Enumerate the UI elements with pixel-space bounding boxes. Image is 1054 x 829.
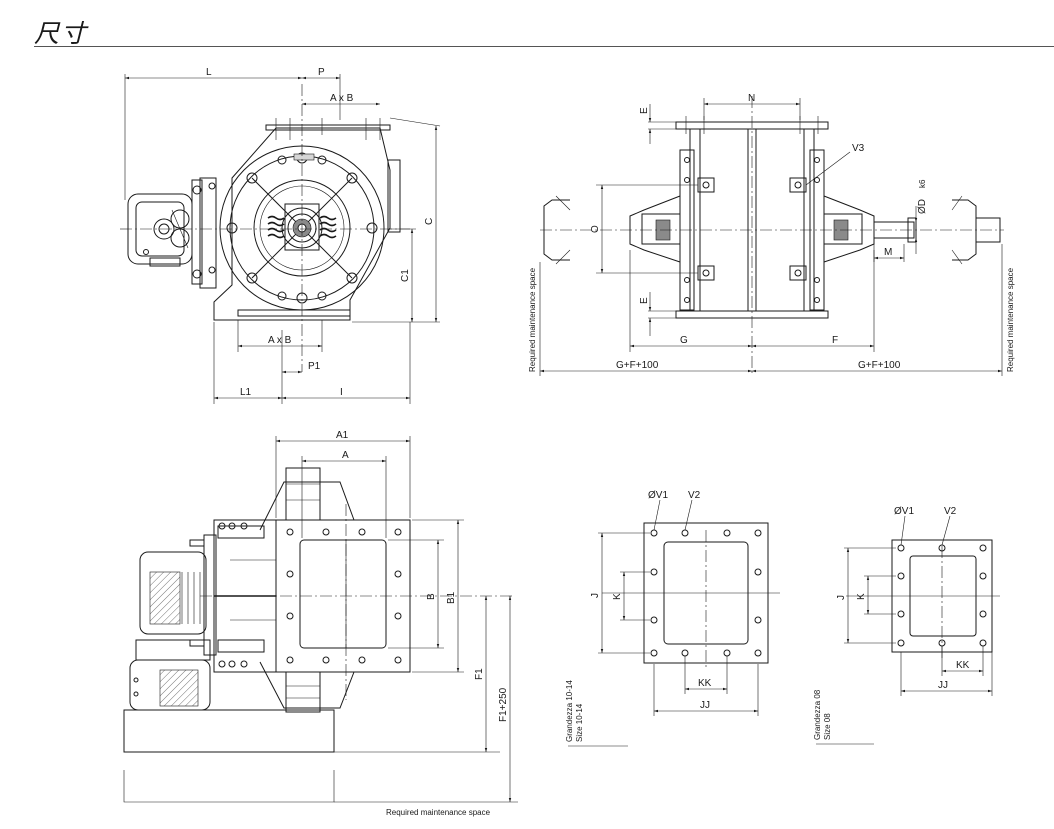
dim-label-C: C: [424, 218, 435, 225]
dim-label-F1-250: F1+250: [498, 687, 509, 722]
dim-label-GF-left: G+F+100: [616, 360, 659, 371]
dim-label-N: N: [748, 93, 755, 104]
dim-label-B1: B1: [446, 591, 457, 604]
dim-label-V2: V2: [944, 506, 957, 517]
dim-label-J: J: [836, 595, 847, 600]
dim-label-KK: KK: [956, 660, 970, 671]
dim-label-K: K: [856, 593, 867, 600]
dim-label-P: P: [318, 67, 325, 78]
dim-label-I: I: [340, 387, 343, 398]
size-label-en: Size 10-14: [575, 703, 584, 742]
dim-label-A: A: [342, 450, 349, 461]
dim-label-OD-tolerance: k6: [918, 179, 927, 188]
dim-label-AxB-top: A x B: [330, 93, 354, 104]
dim-label-KK: KK: [698, 678, 712, 689]
dim-label-J: J: [590, 593, 601, 598]
bottom-view: A1 A B B1 F1 F1+250 Required maintenance…: [123, 430, 518, 817]
dim-label-L1: L1: [240, 387, 252, 398]
dim-label-F1: F1: [474, 668, 485, 680]
title-divider: [34, 46, 1054, 47]
page-title: 尺寸: [34, 19, 89, 48]
side-view: N E V3 ØD k6 O M E G F G+F+100 G+F+100 R…: [528, 93, 1015, 376]
dim-label-G: G: [680, 335, 688, 346]
dim-label-K: K: [612, 593, 623, 600]
dim-label-JJ: JJ: [938, 680, 948, 691]
front-view: L P A x B C C1 A x B P1 L1 I: [120, 67, 441, 404]
dim-label-OV1: ØV1: [894, 506, 914, 517]
size-label-it: Grandezza 10-14: [565, 680, 574, 742]
maintenance-note-right: Required maintenance space: [1006, 267, 1015, 372]
dim-label-F: F: [832, 335, 838, 346]
size-label-it: Grandezza 08: [813, 689, 822, 740]
size-label-en: Size 08: [823, 713, 832, 740]
dim-label-GF-right: G+F+100: [858, 360, 901, 371]
flange-size-08: ØV1 V2 J K KK JJ Grandezza 08 Size 08: [813, 506, 1000, 745]
dim-label-A1: A1: [336, 430, 349, 441]
flange-size-10-14: ØV1 V2 J K KK JJ Grandezza 10-14 Size 10…: [565, 490, 780, 747]
maintenance-note-bottom: Required maintenance space: [386, 808, 491, 817]
dim-label-P1: P1: [308, 361, 321, 372]
dim-label-V3: V3: [852, 143, 865, 154]
dim-label-B: B: [426, 593, 437, 600]
dim-label-OV1: ØV1: [648, 490, 668, 501]
dim-label-E-top: E: [639, 107, 650, 114]
dim-label-O: O: [590, 225, 601, 233]
maintenance-note-left: Required maintenance space: [528, 267, 537, 372]
dim-label-E-bottom: E: [639, 297, 650, 304]
dim-label-L: L: [206, 67, 212, 78]
dim-label-V2: V2: [688, 490, 701, 501]
dim-label-JJ: JJ: [700, 700, 710, 711]
dim-label-C1: C1: [400, 269, 411, 282]
dim-label-M: M: [884, 247, 892, 258]
dim-label-AxB-bottom: A x B: [268, 335, 292, 346]
dim-label-OD: ØD: [917, 199, 928, 214]
